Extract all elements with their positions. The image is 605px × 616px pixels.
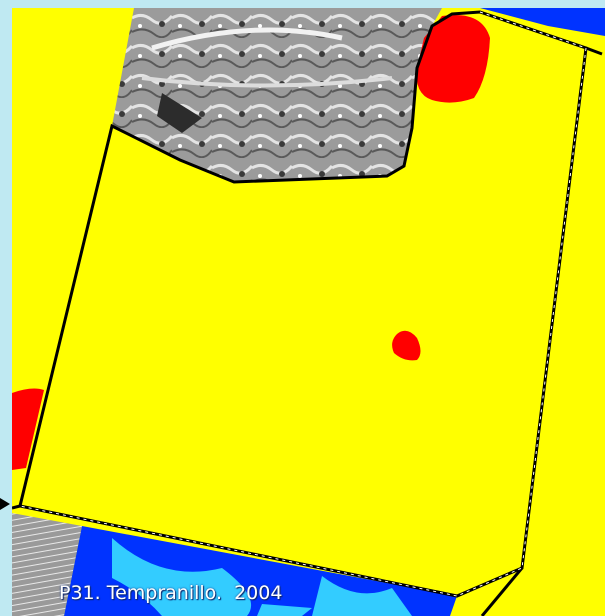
pointer-arrow-icon: [0, 498, 10, 510]
vineyard-photo: [12, 513, 82, 616]
map-canvas: [12, 8, 605, 616]
map-caption: P31. Tempranillo. 2004: [59, 582, 283, 604]
plot-boundary-dashes: [19, 11, 587, 597]
plot-boundary: [12, 10, 603, 616]
map-view[interactable]: P31. Tempranillo. 2004: [12, 8, 605, 616]
aerial-photo: [112, 8, 442, 182]
red-zone: [12, 14, 490, 470]
light-blue-zone: [112, 538, 412, 616]
